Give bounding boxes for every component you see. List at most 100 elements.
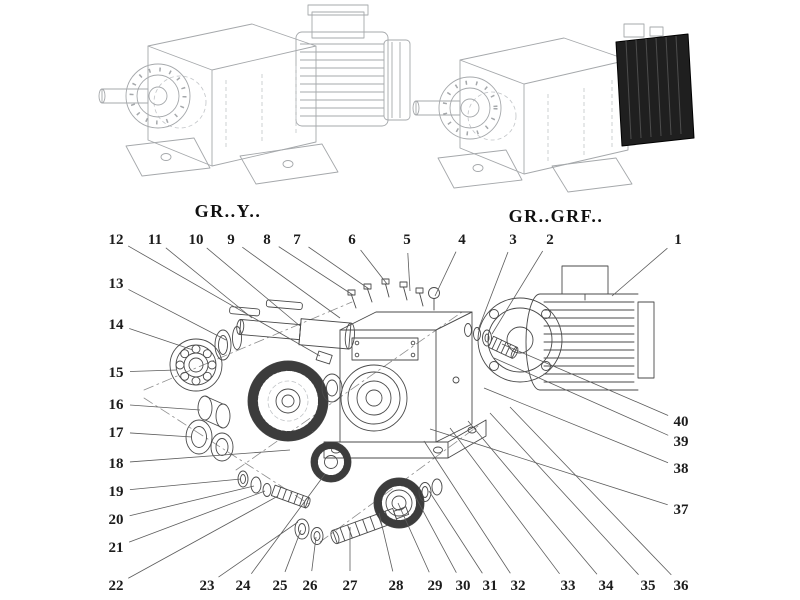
callout-36: 36 xyxy=(674,578,690,594)
callout-8: 8 xyxy=(263,232,271,248)
leader-line-38 xyxy=(483,387,669,464)
output-seal-bearing xyxy=(169,326,242,392)
leader-line-3 xyxy=(477,251,509,331)
exploded-view xyxy=(143,265,655,545)
leader-line-29 xyxy=(397,502,430,573)
callout-5: 5 xyxy=(403,232,411,248)
leader-line-34 xyxy=(467,420,598,575)
dark-cover-block xyxy=(615,23,695,147)
callout-35: 35 xyxy=(641,578,656,594)
leader-line-39 xyxy=(493,357,669,436)
small-washers-left xyxy=(237,470,272,497)
callout-14: 14 xyxy=(109,317,125,333)
callout-4: 4 xyxy=(458,232,466,248)
callout-31: 31 xyxy=(483,578,498,594)
callout-7: 7 xyxy=(293,232,301,248)
assembled-view-gr-grf xyxy=(412,23,695,193)
callout-17: 17 xyxy=(109,425,125,441)
callout-22: 22 xyxy=(109,578,124,594)
callout-38: 38 xyxy=(674,461,689,477)
callout-10: 10 xyxy=(189,232,204,248)
washers-25-26 xyxy=(294,518,324,545)
leader-line-22 xyxy=(128,495,279,579)
leader-line-7 xyxy=(308,246,370,290)
leader-line-5 xyxy=(407,252,411,292)
leader-line-2 xyxy=(491,250,544,335)
leader-line-13 xyxy=(128,289,227,341)
callout-12: 12 xyxy=(109,232,124,248)
leader-line-12 xyxy=(127,245,321,357)
leader-line-36 xyxy=(509,406,672,576)
leader-line-24 xyxy=(250,473,326,574)
callout-3: 3 xyxy=(509,232,517,248)
callout-20: 20 xyxy=(109,512,124,528)
gear-side-bearing xyxy=(321,373,343,403)
callout-21: 21 xyxy=(109,540,124,556)
callout-30: 30 xyxy=(456,578,471,594)
callout-32: 32 xyxy=(511,578,526,594)
callout-6: 6 xyxy=(348,232,356,248)
callout-26: 26 xyxy=(303,578,319,594)
leader-line-4 xyxy=(434,251,457,297)
callout-37: 37 xyxy=(674,502,690,518)
callout-11: 11 xyxy=(148,232,162,248)
housing xyxy=(323,311,487,459)
callout-16: 16 xyxy=(109,397,125,413)
leader-line-23 xyxy=(218,521,299,578)
leader-line-31 xyxy=(428,490,483,574)
leader-line-10 xyxy=(206,247,301,327)
assembled-view-gr-y xyxy=(98,4,411,185)
callout-23: 23 xyxy=(200,578,215,594)
washers-30-31 xyxy=(418,478,443,502)
callout-33: 33 xyxy=(561,578,576,594)
small-gear xyxy=(310,441,352,483)
callout-15: 15 xyxy=(109,365,124,381)
leader-line-8 xyxy=(278,246,354,296)
leader-line-11 xyxy=(165,247,253,319)
callout-19: 19 xyxy=(109,484,124,500)
leader-line-19 xyxy=(129,478,242,491)
callout-28: 28 xyxy=(389,578,404,594)
small-pinion xyxy=(270,484,311,509)
callout-34: 34 xyxy=(599,578,615,594)
callout-27: 27 xyxy=(343,578,359,594)
cover-plate-small xyxy=(315,350,333,365)
leader-line-6 xyxy=(360,249,388,285)
leader-line-35 xyxy=(489,412,639,575)
callout-9: 9 xyxy=(227,232,235,248)
leader-line-37 xyxy=(429,428,668,506)
leader-line-9 xyxy=(242,246,341,319)
leader-line-20 xyxy=(129,485,255,517)
cover-bolts xyxy=(347,278,440,311)
leader-line-40 xyxy=(501,343,669,416)
callout-18: 18 xyxy=(109,456,124,472)
callout-2: 2 xyxy=(546,232,554,248)
leader-line-14 xyxy=(129,328,194,351)
callout-29: 29 xyxy=(428,578,443,594)
leader-line-32 xyxy=(423,440,511,574)
output-shaft-assembly xyxy=(229,299,355,350)
leader-line-25 xyxy=(284,529,302,573)
callout-39: 39 xyxy=(674,434,689,450)
callout-1: 1 xyxy=(674,232,682,248)
spacer-and-bearings xyxy=(185,395,234,462)
bottom-gear xyxy=(373,477,425,529)
leader-line-28 xyxy=(378,512,394,572)
eyebolt xyxy=(428,287,440,311)
variant-label-gr-y: GR..Y.. xyxy=(195,201,262,221)
leader-line-1 xyxy=(611,247,668,297)
input-shaft-parts xyxy=(464,323,519,359)
leader-line-21 xyxy=(128,490,266,543)
callout-25: 25 xyxy=(273,578,288,594)
leader-line-30 xyxy=(414,495,457,573)
callout-40: 40 xyxy=(674,414,689,430)
leader-line-33 xyxy=(449,427,560,575)
variant-label-gr-grf: GR..GRF.. xyxy=(509,206,604,226)
leader-line-17 xyxy=(129,432,193,438)
leader-line-18 xyxy=(129,449,291,463)
callout-13: 13 xyxy=(109,276,124,292)
leader-line-16 xyxy=(129,404,201,411)
